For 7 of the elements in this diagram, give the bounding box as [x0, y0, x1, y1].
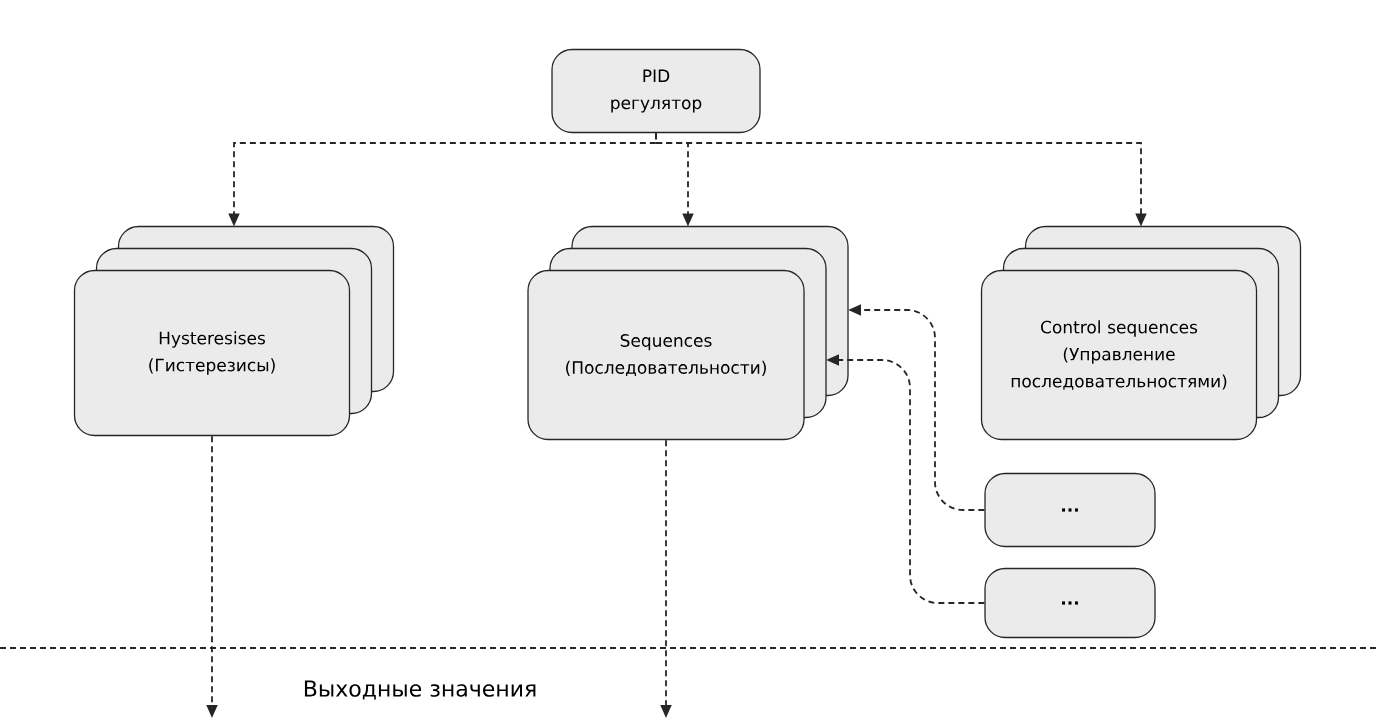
ellipsis-box: ... [984, 567, 1156, 639]
process-box: PID регулятор [551, 48, 761, 134]
section-label: Выходные значения [304, 680, 536, 700]
card-stack: Hysteresises (Гистерезисы) [73, 225, 395, 437]
card-stack: Sequences (Последовательности) [527, 225, 849, 441]
ellipsis-box: ... [984, 472, 1156, 548]
card-stack: Control sequences (Управление последовательностями) [980, 225, 1302, 441]
